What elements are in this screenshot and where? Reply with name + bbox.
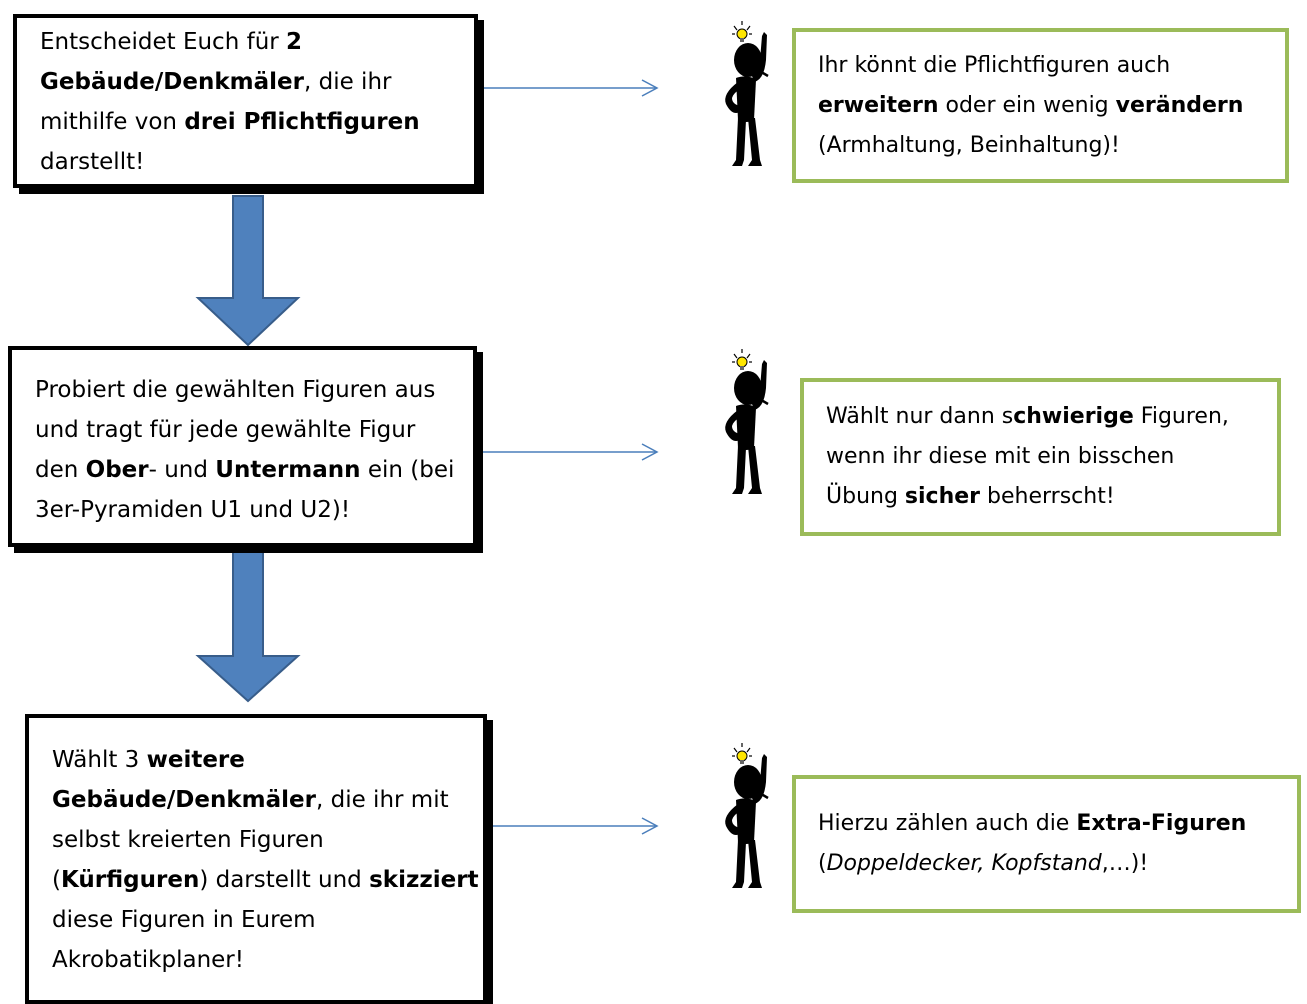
right-arrow-icon bbox=[482, 443, 659, 461]
thinking-person-icon bbox=[725, 743, 769, 888]
bold-text: 2 bbox=[286, 29, 303, 55]
text-line: (Kürfiguren) darstellt und skizziert bbox=[52, 860, 479, 900]
bold-text: Gebäude/Denkmäler bbox=[52, 787, 316, 813]
text-run: (Armhaltung, Beinhaltung)! bbox=[818, 132, 1120, 158]
text-line: Wählt 3 weitere bbox=[52, 740, 473, 780]
light-bulb-icon bbox=[732, 743, 752, 764]
text-run: ( bbox=[818, 851, 827, 876]
text-line: Probiert die gewählten Figuren aus bbox=[35, 370, 463, 410]
text-run: ,…)! bbox=[1101, 851, 1149, 876]
text-run: Probiert die gewählten Figuren aus bbox=[35, 377, 436, 403]
bold-text: Untermann bbox=[215, 457, 361, 483]
text-line: 3er-Pyramiden U1 und U2)! bbox=[35, 490, 463, 530]
text-run: Übung bbox=[826, 484, 905, 509]
italic-text: Doppeldecker, Kopfstand bbox=[826, 851, 1102, 876]
text-run: wenn ihr diese mit ein bisschen bbox=[826, 444, 1175, 469]
text-line: und tragt für jede gewählte Figur bbox=[35, 410, 463, 450]
text-run: beherrscht! bbox=[980, 484, 1115, 509]
text-run: , die ihr mit bbox=[315, 787, 449, 813]
text-line: diese Figuren in Eurem bbox=[52, 900, 473, 940]
text-line: wenn ihr diese mit ein bisschen bbox=[826, 437, 1267, 477]
bold-text: chwierige bbox=[1013, 404, 1134, 429]
text-line: mithilfe von drei Pflichtfiguren bbox=[40, 102, 464, 142]
text-line: (Armhaltung, Beinhaltung)! bbox=[818, 126, 1275, 166]
text-line: erweitern oder ein wenig verändern bbox=[818, 86, 1275, 126]
text-run: Entscheidet Euch für bbox=[40, 29, 287, 55]
text-line: selbst kreierten Figuren bbox=[52, 820, 473, 860]
text-line: den Ober- und Untermann ein (bei bbox=[35, 450, 463, 490]
text-run: oder ein wenig bbox=[938, 92, 1116, 118]
text-line: Wählt nur dann schwierige Figuren, bbox=[826, 397, 1267, 437]
down-arrow-icon bbox=[195, 195, 301, 347]
text-line: Akrobatikplaner! bbox=[52, 940, 473, 980]
text-run: Hierzu zählen auch die bbox=[818, 811, 1077, 836]
text-run: ( bbox=[52, 867, 61, 893]
light-bulb-icon bbox=[732, 21, 752, 42]
text-line: Hierzu zählen auch die Extra-Figuren bbox=[818, 804, 1287, 844]
text-line: darstellt! bbox=[40, 142, 464, 182]
bold-text: verändern bbox=[1115, 92, 1244, 118]
tip-box-2: Wählt nur dann schwierige Figuren, wenn i… bbox=[800, 378, 1281, 536]
text-run: 3er-Pyramiden U1 und U2)! bbox=[35, 497, 351, 523]
text-line: (Doppeldecker, Kopfstand,…)! bbox=[818, 844, 1287, 884]
text-run: ) darstellt und bbox=[199, 867, 370, 893]
text-run: diese Figuren in Eurem bbox=[52, 907, 316, 933]
right-arrow-icon bbox=[482, 817, 659, 835]
tip-box-3: Hierzu zählen auch die Extra-Figuren(Dop… bbox=[792, 775, 1301, 913]
text-run: - und bbox=[148, 457, 216, 483]
text-run: darstellt! bbox=[40, 149, 145, 175]
bold-text: weitere bbox=[146, 747, 245, 773]
tip-box-1: Ihr könnt die Pflichtfiguren auch erweite… bbox=[792, 28, 1289, 183]
bold-text: Gebäude/Denkmäler bbox=[40, 69, 304, 95]
light-bulb-icon bbox=[732, 349, 752, 370]
thinking-person-icon bbox=[725, 349, 769, 494]
bold-text: erweitern bbox=[818, 92, 939, 118]
text-run: Ihr könnt die Pflichtfiguren auch bbox=[818, 52, 1171, 78]
text-line: Entscheidet Euch für 2 bbox=[40, 22, 464, 62]
text-run: mithilfe von bbox=[40, 109, 185, 135]
text-run: Figuren, bbox=[1133, 404, 1229, 429]
thinking-person-icon bbox=[725, 21, 769, 166]
bold-text: drei Pflichtfiguren bbox=[184, 109, 420, 135]
down-arrow-icon bbox=[195, 551, 301, 703]
text-line: Gebäude/Denkmäler, die ihr bbox=[40, 62, 464, 102]
text-line: Gebäude/Denkmäler, die ihr mit bbox=[52, 780, 473, 820]
text-run: selbst kreierten Figuren bbox=[52, 827, 324, 853]
text-run: Wählt nur dann s bbox=[826, 404, 1014, 429]
bold-text: Ober bbox=[85, 457, 149, 483]
bold-text: Extra-Figuren bbox=[1076, 811, 1247, 836]
text-run: Akrobatikplaner! bbox=[52, 947, 244, 973]
bold-text: Kürfiguren bbox=[60, 867, 200, 893]
text-line: Übung sicher beherrscht! bbox=[826, 477, 1267, 517]
right-arrow-icon bbox=[482, 79, 659, 97]
bold-text: skizziert bbox=[369, 867, 479, 893]
text-run: und tragt für jede gewählte Figur bbox=[35, 417, 416, 443]
text-run: Wählt 3 bbox=[52, 747, 147, 773]
text-run: den bbox=[35, 457, 86, 483]
text-run: , die ihr bbox=[303, 69, 392, 95]
text-run: ein (bei bbox=[360, 457, 455, 483]
step-box-2: Probiert die gewählten Figuren aus und tr… bbox=[8, 346, 477, 547]
text-line: Ihr könnt die Pflichtfiguren auch bbox=[818, 46, 1275, 86]
bold-text: sicher bbox=[904, 484, 981, 509]
